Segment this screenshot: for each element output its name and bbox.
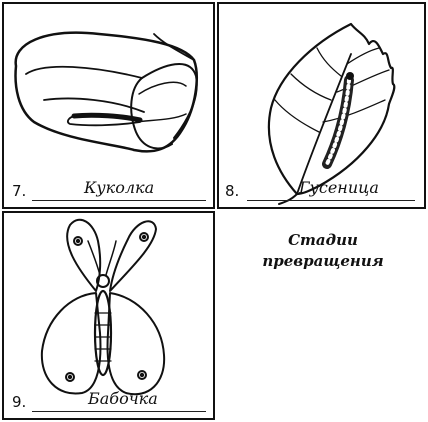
panel-pupa: 7. Куколка [2,2,215,209]
diagram-title: Стадии превращения [228,230,418,272]
panel-number: 9. [12,393,26,411]
caption-line [247,200,415,201]
title-line-2: превращения [228,251,418,272]
pupa-drawing [4,4,213,207]
caption-line [32,200,206,201]
caption-butterfly: Бабочка [88,389,158,408]
butterfly-drawing [4,213,213,418]
caption-pupa: Куколка [84,178,154,197]
caption-line [32,411,206,412]
panel-number: 8. [225,182,239,200]
panel-caterpillar: 8. Гусеница [217,2,426,209]
panel-number: 7. [12,182,26,200]
caterpillar-drawing [219,4,424,207]
panel-butterfly: 9. Бабочка [2,211,215,420]
title-line-1: Стадии [228,230,418,251]
caption-caterpillar: Гусеница [299,178,379,197]
